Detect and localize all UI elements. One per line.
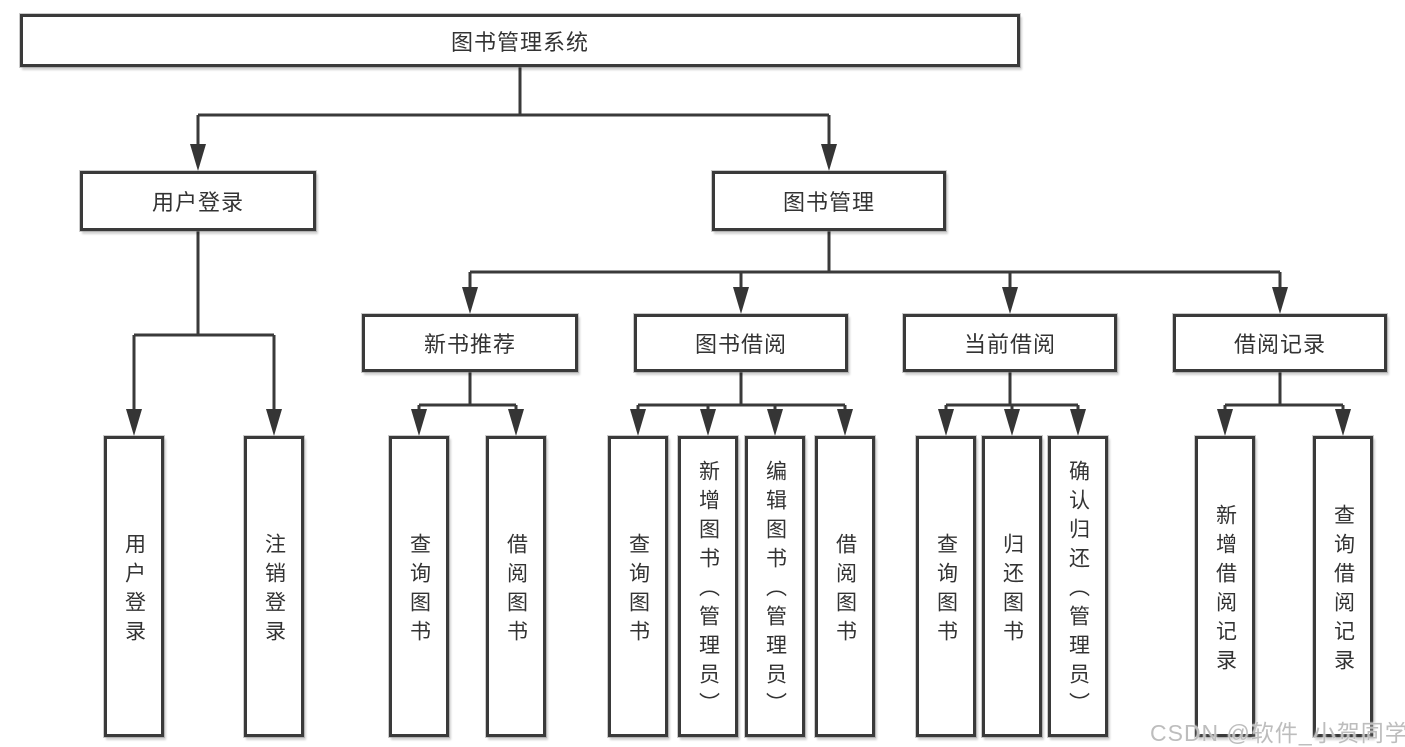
node-label: 查询借阅记录 [1331, 503, 1355, 678]
node-label: 借阅记录 [1233, 332, 1326, 357]
csdn-watermark: CSDN @软件_小贺同学 [1150, 720, 1405, 746]
leaf-borrow-edit-admin: 编辑图书（管理员） [745, 436, 805, 737]
node-label: 新书推荐 [423, 332, 516, 357]
connector-newbook-to-leaves [417, 372, 518, 431]
arrow-icon [1004, 409, 1020, 436]
connector-root-to-level2 [196, 67, 831, 166]
arrowheads [126, 144, 1351, 436]
arrow-icon [733, 287, 749, 314]
node-label: 查询图书 [407, 532, 431, 649]
arrow-icon [190, 144, 206, 171]
connector-records-to-leaves [1223, 372, 1345, 431]
connector-login-to-leaves [132, 231, 276, 431]
leaf-current-query: 查询图书 [916, 436, 976, 737]
node-label: 新增图书（管理员） [696, 460, 720, 721]
connector-borrow-to-leaves [636, 372, 847, 431]
arrow-icon [1070, 409, 1086, 436]
arrow-icon [938, 409, 954, 436]
arrow-icon [126, 409, 142, 436]
leaf-borrow-add-admin: 新增图书（管理员） [678, 436, 738, 737]
node-label: 用户登录 [151, 190, 244, 215]
arrow-icon [1272, 287, 1288, 314]
node-label: 注销登录 [262, 532, 286, 649]
leaf-newbook-query: 查询图书 [389, 436, 449, 737]
node-current-borrowing: 当前借阅 [903, 314, 1117, 372]
arrow-icon [837, 409, 853, 436]
leaf-records-query: 查询借阅记录 [1313, 436, 1373, 737]
node-book-borrowing: 图书借阅 [634, 314, 848, 372]
arrow-icon [462, 287, 478, 314]
node-label: 借阅图书 [833, 532, 857, 649]
node-borrow-records: 借阅记录 [1173, 314, 1387, 372]
leaf-records-add: 新增借阅记录 [1195, 436, 1255, 737]
leaf-newbook-borrow: 借阅图书 [486, 436, 546, 737]
connector-mgmt-to-level3 [468, 231, 1282, 309]
node-user-login: 用户登录 [80, 171, 316, 231]
arrow-icon [1002, 287, 1018, 314]
node-label: 图书管理系统 [450, 29, 589, 55]
node-library-system: 图书管理系统 [20, 14, 1020, 67]
node-label: 图书借阅 [694, 332, 787, 357]
node-label: 用户登录 [122, 532, 146, 649]
arrow-icon [411, 409, 427, 436]
leaf-current-confirm-admin: 确认归还（管理员） [1048, 436, 1108, 737]
leaf-current-return: 归还图书 [982, 436, 1042, 737]
node-label: 查询图书 [934, 532, 958, 649]
arrow-icon [1335, 409, 1351, 436]
node-new-book-recommend: 新书推荐 [362, 314, 578, 372]
node-label: 当前借阅 [963, 332, 1056, 357]
arrow-icon [700, 409, 716, 436]
leaf-logout: 注销登录 [244, 436, 304, 737]
arrow-icon [821, 144, 837, 171]
node-label: 查询图书 [626, 532, 650, 649]
node-label: 新增借阅记录 [1213, 503, 1237, 678]
leaf-borrow-query: 查询图书 [608, 436, 668, 737]
node-book-management: 图书管理 [712, 171, 946, 231]
node-label: 编辑图书（管理员） [763, 460, 787, 721]
node-label: 借阅图书 [504, 532, 528, 649]
arrow-icon [767, 409, 783, 436]
arrow-icon [1217, 409, 1233, 436]
node-label: 归还图书 [1000, 532, 1024, 649]
arrow-icon [630, 409, 646, 436]
arrow-icon [508, 409, 524, 436]
node-label: 确认归还（管理员） [1066, 460, 1090, 721]
leaf-user-login: 用户登录 [104, 436, 164, 737]
leaf-borrow-book: 借阅图书 [815, 436, 875, 737]
node-label: 图书管理 [782, 190, 875, 215]
arrow-icon [266, 409, 282, 436]
